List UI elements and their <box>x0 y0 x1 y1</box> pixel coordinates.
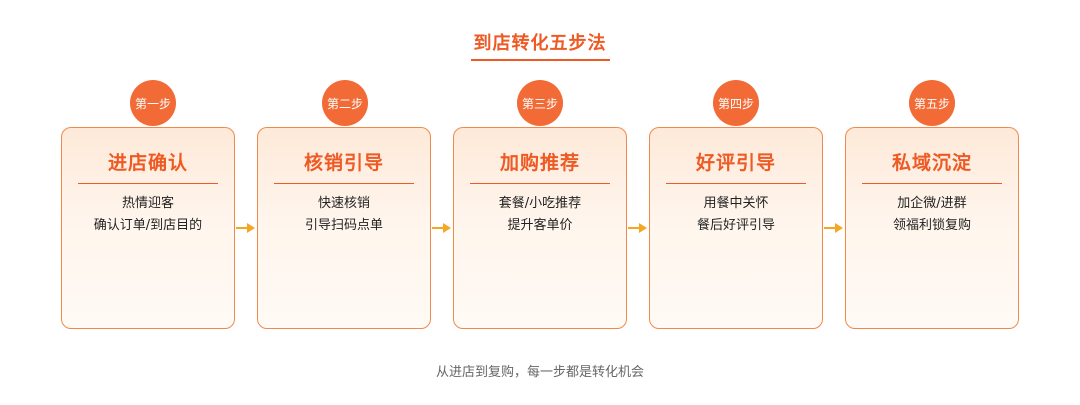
step-4-line-2: 餐后好评引导 <box>696 218 775 233</box>
arrow-right-icon <box>824 223 843 233</box>
step-4-title: 好评引导 <box>666 148 806 184</box>
step-1-line-2: 确认订单/到店目的 <box>93 218 203 233</box>
arrow-right-icon <box>432 223 451 233</box>
step-3-line-1: 套餐/小吃推荐 <box>498 196 582 211</box>
step-4-card: 好评引导 用餐中关怀 餐后好评引导 <box>649 127 823 329</box>
step-3-badge: 第三步 <box>517 80 563 126</box>
step-1-line-1: 热情迎客 <box>121 196 174 211</box>
arrow-right-icon <box>628 223 647 233</box>
step-2-line-1: 快速核销 <box>317 196 370 211</box>
step-3-title: 加购推荐 <box>470 148 610 184</box>
step-4-badge: 第四步 <box>713 80 759 126</box>
arrow-right-icon <box>236 223 255 233</box>
step-1-card: 进店确认 热情迎客 确认订单/到店目的 <box>61 127 235 329</box>
step-2-title: 核销引导 <box>274 148 414 184</box>
step-1-title: 进店确认 <box>78 148 218 184</box>
step-2-line-2: 引导扫码点单 <box>304 218 383 233</box>
diagram-title: 到店转化五步法 <box>470 29 610 61</box>
step-2-badge: 第二步 <box>322 80 368 126</box>
step-5-card: 私域沉淀 加企微/进群 领福利锁复购 <box>845 127 1019 329</box>
step-5-line-1: 加企微/进群 <box>897 196 967 211</box>
step-3-line-2: 提升客单价 <box>507 218 573 233</box>
footer-caption: 从进店到复购，每一步都是转化机会 <box>435 365 644 380</box>
step-5-title: 私域沉淀 <box>862 148 1002 184</box>
diagram-title-block: 到店转化五步法 <box>0 29 1080 61</box>
step-5-badge: 第五步 <box>909 80 955 126</box>
step-2-card: 核销引导 快速核销 引导扫码点单 <box>257 127 431 329</box>
step-3-card: 加购推荐 套餐/小吃推荐 提升客单价 <box>453 127 627 329</box>
step-1-badge: 第一步 <box>130 80 176 126</box>
step-5-line-2: 领福利锁复购 <box>892 218 971 233</box>
step-4-line-1: 用餐中关怀 <box>703 196 769 211</box>
